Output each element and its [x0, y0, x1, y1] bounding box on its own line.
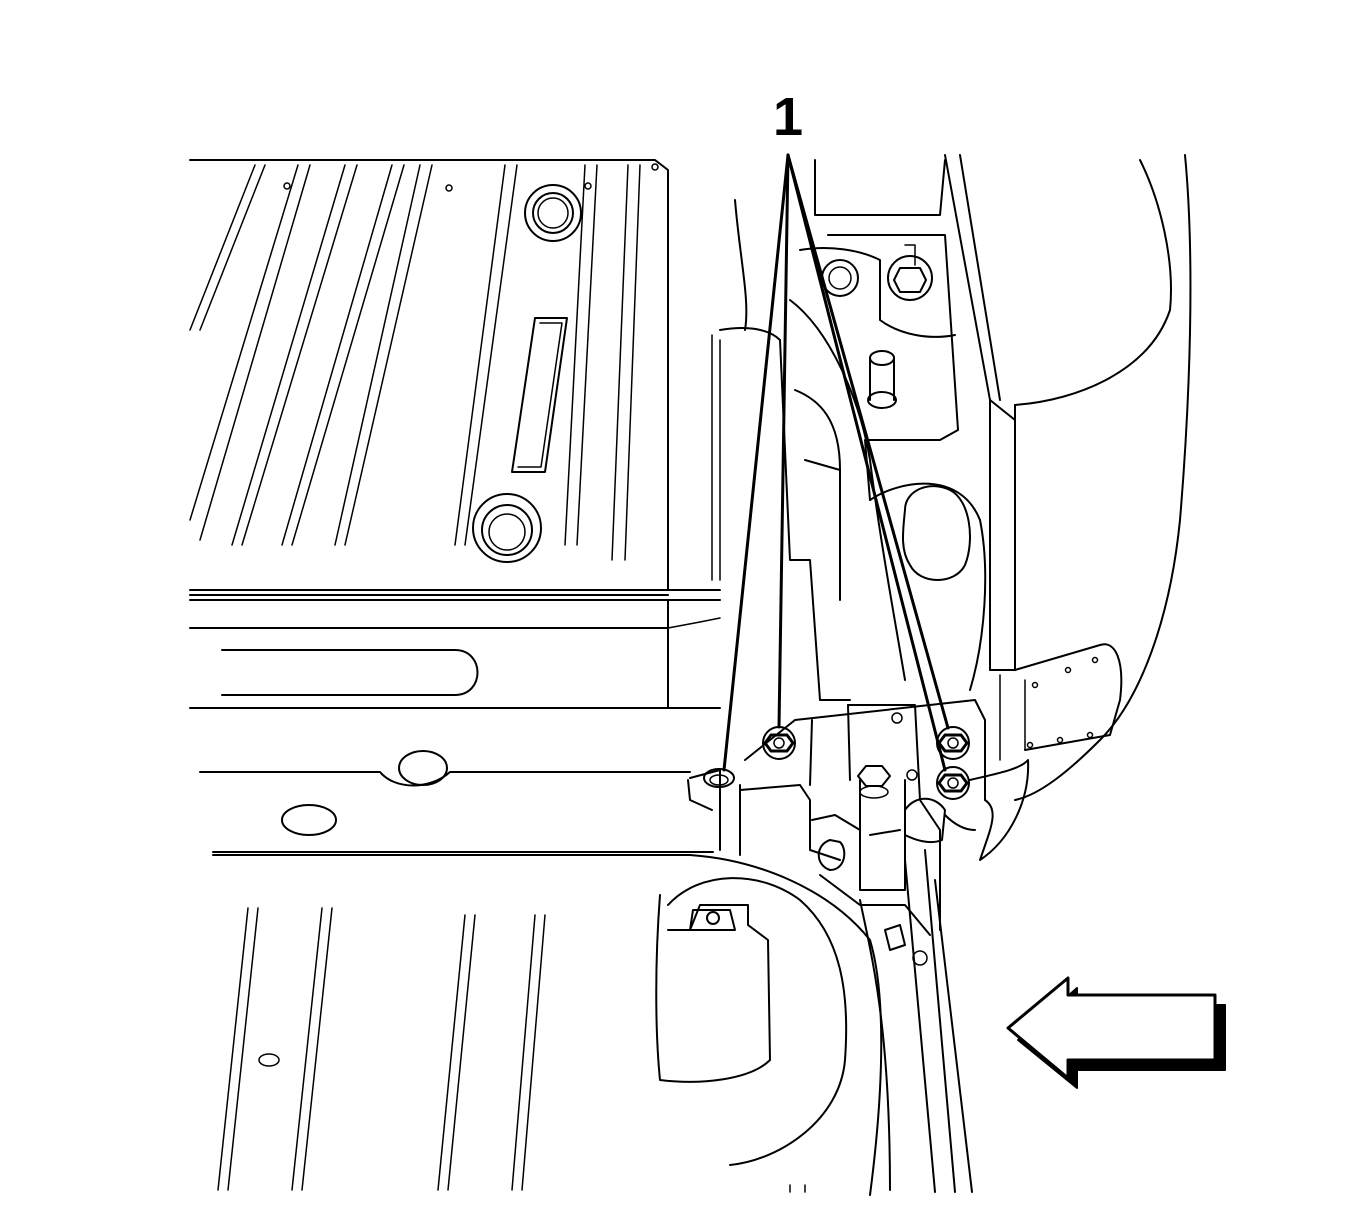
leader-lines [722, 153, 950, 772]
lower-rail [199, 750, 714, 853]
upper-bracket-bolts [821, 244, 933, 301]
callout-label-1: 1 [773, 87, 803, 147]
grommet-lower [472, 493, 542, 563]
cross-member [189, 589, 721, 709]
latch-mechanism [687, 699, 986, 966]
locator-pin [867, 350, 897, 409]
grommet-upper [524, 184, 582, 242]
lower-floor-panel [212, 849, 973, 1196]
fastener-right-lower [936, 766, 970, 800]
direction-arrow-left-icon [1006, 976, 1226, 1089]
pillar-assembly [711, 154, 1192, 861]
upper-floor-panel [189, 159, 669, 596]
